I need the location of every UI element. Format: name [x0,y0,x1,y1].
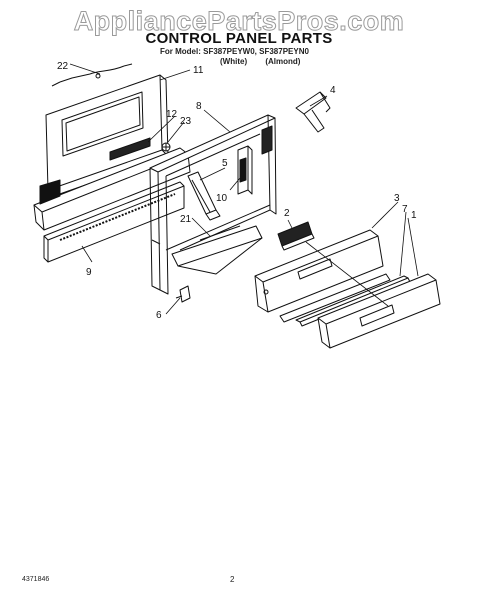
part-trim-strip [295,275,411,327]
callout-6: 6 [156,310,162,321]
page-number: 2 [230,575,235,584]
part-end-clip [295,91,331,133]
part-rear-vent-panel [45,63,169,197]
part-panel-back [254,229,391,323]
part-screw [161,142,171,152]
callout-4: 4 [330,85,336,96]
callout-21: 21 [180,214,192,225]
part-lower-trim-channel [33,147,191,263]
callout-22: 22 [57,61,69,72]
callout-8: 8 [196,101,202,112]
page-title: CONTROL PANEL PARTS [145,30,333,47]
callout-7: 7 [402,204,408,215]
callout-10: 10 [216,193,228,204]
watermark-text: AppliancePartsPros.com [73,6,405,37]
part-small-clip [175,285,191,303]
part-vertical-bracket [237,145,253,195]
model-numbers: For Model: SF387PEYW0, SF387PEYN0 [160,47,309,56]
callout-3: 3 [394,193,400,204]
callout-11: 11 [193,65,204,76]
leader-lines [69,63,419,315]
callout-23: 23 [180,116,192,127]
part-angled-bracket [187,171,221,221]
callout-9: 9 [86,267,92,278]
variant-almond: (Almond) [265,57,301,66]
callout-1: 1 [411,210,417,221]
part-control-overlay [277,221,315,251]
part-control-frame [149,114,277,295]
part-front-panel [317,273,441,349]
color-variants: (White) (Almond) [220,57,316,66]
variant-white: (White) [220,57,248,66]
callout-12: 12 [166,109,178,120]
callout-2: 2 [284,208,290,219]
part-shield-plate [171,225,263,275]
callout-5: 5 [222,158,228,169]
document-number: 4371846 [22,576,50,583]
callout-labels: 22 11 4 8 12 23 5 10 2 3 7 1 21 9 6 [57,61,417,321]
